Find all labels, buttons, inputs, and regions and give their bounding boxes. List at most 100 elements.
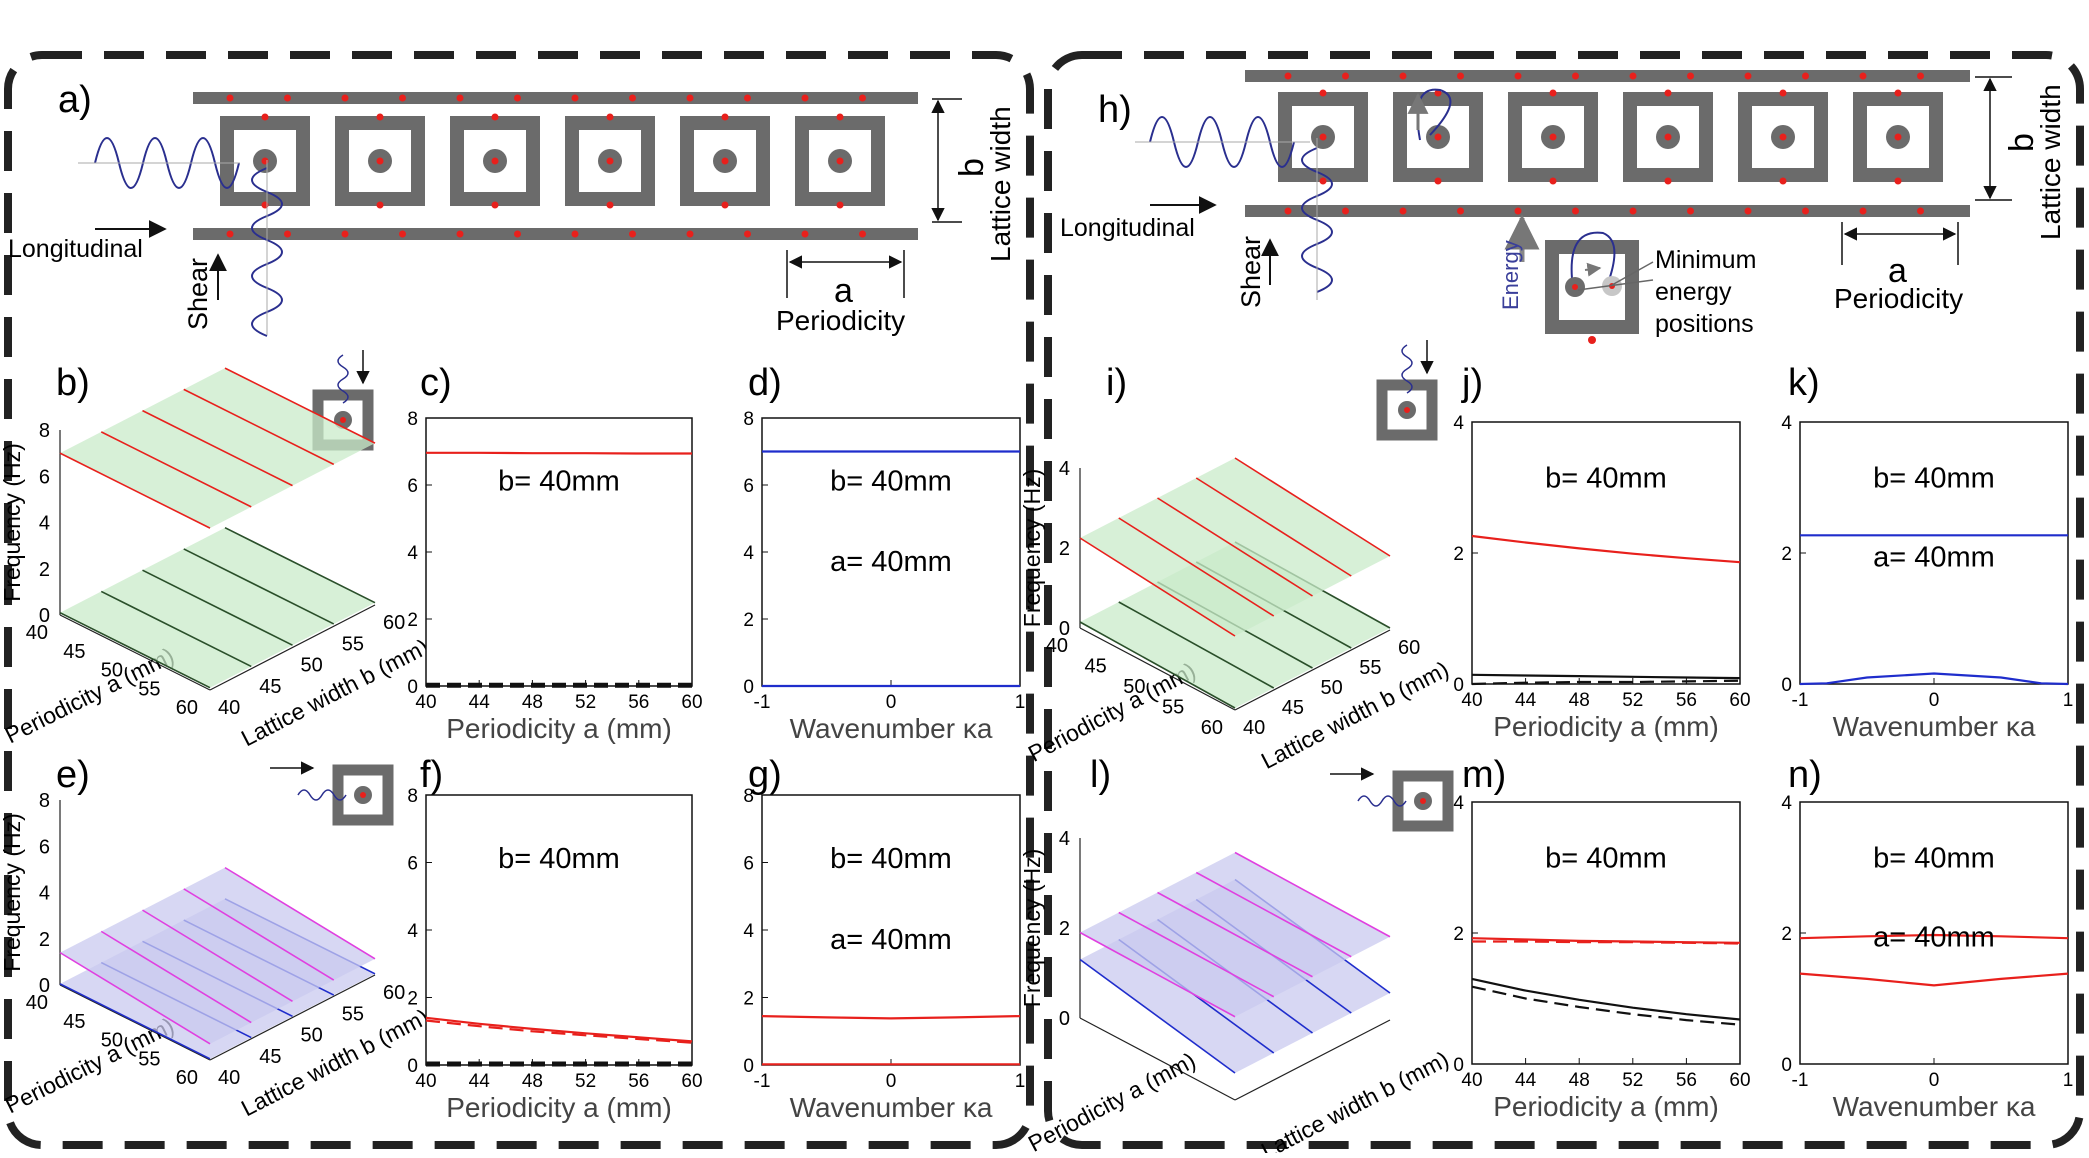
y-tick-label: 4 (743, 543, 754, 564)
rail-dot (571, 94, 579, 102)
rail-dot (341, 94, 349, 102)
series-line (1471, 534, 1741, 564)
rail-dot (1687, 72, 1694, 80)
series-line (761, 1015, 1021, 1020)
icon-frame (1376, 379, 1438, 441)
rail-dot (341, 230, 349, 238)
z-tick: 0 (1059, 1008, 1070, 1030)
rail-dot (1629, 207, 1637, 215)
w-tick: 60 (1398, 637, 1420, 659)
rail-dot (1399, 207, 1407, 215)
rail-dot (744, 230, 751, 238)
z-axis-title: Frequency (Hz) (1019, 849, 1045, 1007)
x-axis-label: Wavenumber κa (1833, 711, 2036, 742)
z-tick: 2 (1059, 538, 1070, 560)
series-line (425, 1016, 693, 1043)
y-tick-label: 0 (743, 1056, 754, 1077)
unit-cell (565, 116, 655, 206)
surface-line (224, 526, 376, 604)
rail-dot (801, 94, 809, 102)
z-tick: 0 (1059, 618, 1070, 640)
right-frame (1044, 51, 2084, 1149)
x-tick-label: 56 (1676, 1070, 1697, 1091)
series-line (1799, 933, 2069, 940)
x-tick-label: 44 (469, 692, 491, 713)
panel-label-e: e) (56, 754, 90, 796)
shear-wave (251, 167, 283, 337)
rail-dot (686, 230, 694, 238)
plot-area (1799, 421, 2069, 685)
w-tick: 40 (218, 1067, 240, 1089)
w-axis (209, 974, 376, 1061)
w-tick: 60 (383, 982, 405, 1004)
left-frame (4, 51, 1034, 1149)
w-tick: 45 (1282, 697, 1304, 719)
surface-line (142, 569, 293, 646)
a-axis (1079, 1017, 1236, 1101)
icon-dot (1404, 407, 1410, 413)
a-tick: 60 (1201, 717, 1223, 739)
w-tick: 45 (259, 1046, 281, 1068)
hinge-dot (376, 201, 384, 209)
rail-dot (1859, 72, 1867, 80)
series-line (425, 1019, 693, 1044)
panel-label-d: d) (748, 362, 782, 404)
hinge-dot (376, 113, 384, 121)
unit-cell (1853, 92, 1943, 182)
mass-dot (1319, 133, 1327, 141)
hinge-dot (721, 201, 729, 209)
rail-dot (744, 94, 751, 102)
z-tick: 2 (39, 559, 50, 581)
hinge-dot (1894, 89, 1902, 97)
plot-area (1799, 801, 2069, 1065)
x-tick-label: 48 (1569, 690, 1590, 711)
rail-dot (686, 94, 694, 102)
x-tick-label: -1 (754, 692, 771, 713)
plot-area (761, 417, 1021, 687)
x-tick-label: 40 (1461, 1070, 1482, 1091)
hinge-dot (1779, 89, 1787, 97)
panel-label-i: i) (1106, 362, 1127, 404)
rail-dot (859, 230, 866, 238)
x-tick-label: -1 (754, 1071, 771, 1092)
mass-dot (836, 157, 844, 165)
a-tick: 45 (63, 641, 85, 663)
x-tick-label: 56 (628, 1071, 649, 1092)
plot-area (1471, 421, 1741, 685)
y-tick-label: 6 (407, 476, 418, 497)
rail-dot (226, 230, 234, 238)
w-tick: 45 (259, 676, 281, 698)
w-tick: 50 (301, 1025, 323, 1047)
icon-frame (1392, 770, 1454, 832)
surface-line (224, 367, 376, 444)
y-tick-label: 8 (743, 786, 754, 807)
plot-area (1471, 801, 1741, 1065)
x-tick-label: -1 (1792, 1070, 1809, 1091)
z-tick: 8 (39, 420, 50, 442)
w-axis (1234, 1019, 1391, 1101)
y-tick-label: 4 (1781, 413, 1792, 434)
a-tick: 45 (63, 1011, 85, 1033)
rail-dot (456, 230, 464, 238)
rail-dot (284, 94, 291, 102)
icon-dot (360, 792, 366, 798)
plot-area (425, 417, 693, 687)
surface-line (1195, 477, 1352, 577)
y-tick-label: 2 (1453, 544, 1464, 565)
surface-line (1195, 871, 1352, 958)
x-tick-label: 1 (1015, 1071, 1026, 1092)
rail-dot (1399, 72, 1407, 80)
y-tick-label: 8 (407, 409, 418, 430)
lattice-width-label-h: Lattice width (2035, 84, 2066, 240)
x-tick-label: 44 (1515, 690, 1537, 711)
annotation: a= 40mm (830, 924, 952, 956)
surface-line (100, 930, 252, 1024)
mass-dot (721, 157, 729, 165)
rail-dot (399, 230, 406, 238)
rail-dot (629, 230, 636, 238)
icon-wave (1401, 344, 1413, 394)
z-tick: 4 (39, 513, 50, 535)
x-axis-label: Wavenumber κa (1833, 1091, 2036, 1122)
